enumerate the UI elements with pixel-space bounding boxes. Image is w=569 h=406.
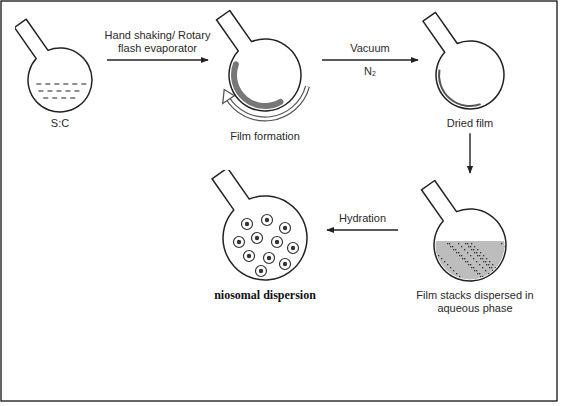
film-stacks: [434, 241, 506, 281]
flask-outline: [15, 19, 92, 112]
step-label: Vacuum: [328, 42, 412, 56]
process-arrow: [107, 59, 208, 60]
flask-outline: [216, 10, 301, 111]
process-arrow: [322, 59, 418, 60]
flask-caption: niosomal dispersion: [205, 288, 325, 302]
flask-node: Dried film: [420, 5, 520, 130]
flask-caption: S:C: [15, 117, 105, 130]
dried-film: [439, 70, 481, 106]
step-label: Hydration: [321, 212, 405, 226]
flask-caption: Film stacks dispersed in aqueous phase: [400, 289, 550, 315]
rotation-arrow-inner: [227, 86, 308, 119]
rotation-arrow: [227, 86, 308, 119]
flask-node: S:C: [15, 5, 105, 130]
flask-caption: Film formation: [210, 130, 320, 143]
process-arrow: [327, 229, 398, 230]
round-bottom-flask: [205, 170, 325, 288]
process-arrow: [469, 133, 470, 173]
flask-caption: Dried film: [420, 117, 520, 130]
flask-node: Film formation: [210, 5, 320, 143]
niosome-vesicles: [234, 215, 299, 277]
lipid-film: [234, 64, 281, 106]
gas-label: N₂: [362, 65, 378, 79]
flask-node: Film stacks dispersed in aqueous phase: [400, 175, 550, 315]
round-bottom-flask: [400, 175, 550, 289]
round-bottom-flask: [210, 5, 320, 130]
flask-outline: [423, 12, 504, 109]
flask-node: niosomal dispersion: [205, 170, 325, 302]
step-label: Hand shaking/ Rotary flash evaporator: [97, 29, 219, 57]
flask-outline: [212, 170, 307, 280]
round-bottom-flask: [15, 5, 105, 117]
flask-outline: [421, 180, 506, 281]
solution-lines: [36, 84, 86, 98]
frame-border: [1, 1, 557, 401]
round-bottom-flask: [420, 5, 520, 117]
